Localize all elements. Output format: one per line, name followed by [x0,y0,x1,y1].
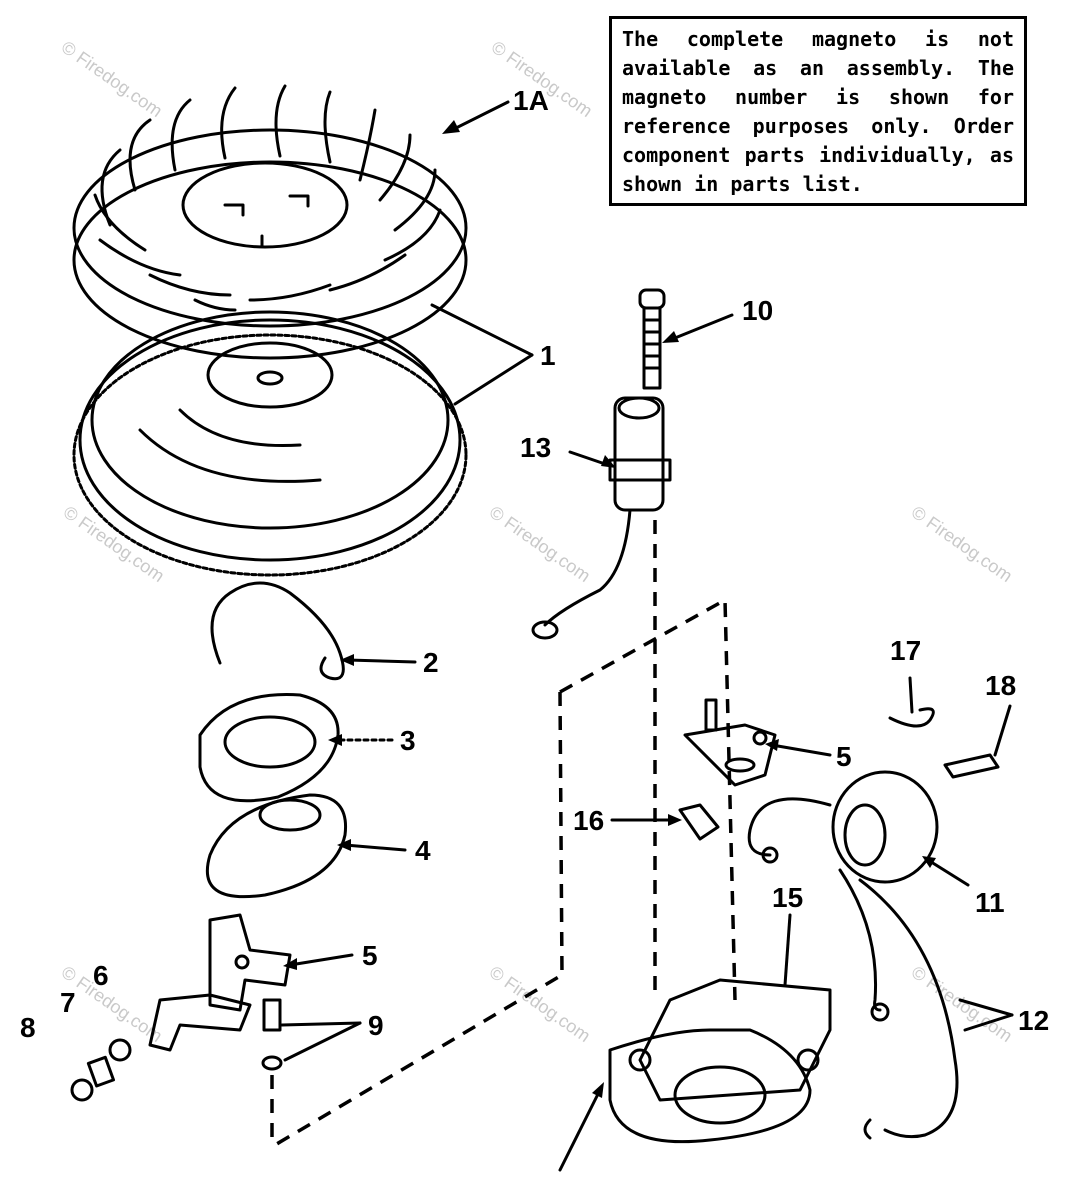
callout-7: 7 [60,987,76,1018]
watermark-text: © Firedog.com [908,962,1016,1046]
part-16-wiper [678,803,720,841]
watermark-text: © Firedog.com [58,37,166,121]
leader-lines [280,100,1014,1172]
watermark-text: © Firedog.com [908,502,1016,586]
watermark-text: © Firedog.com [60,502,168,586]
callout-12: 12 [1018,1005,1049,1036]
part-5-breaker-arm [148,913,292,1052]
callout-3: 3 [400,725,416,756]
part-5-point-bracket [683,698,777,787]
callouts: 1A 1 2 3 4 5 6 7 8 9 10 11 12 13 15 16 1… [20,85,1049,1043]
part-10-screw [638,288,666,390]
callout-1a: 1A [513,85,549,116]
callout-11: 11 [975,887,1005,918]
callout-16: 16 [573,805,604,836]
part-11-coil [747,770,939,884]
callout-17: 17 [890,635,921,666]
callout-15: 15 [772,882,803,913]
note-text: The complete magneto is not available as… [622,27,1014,196]
part-2-clip [210,581,345,681]
watermark-text: © Firedog.com [486,502,594,586]
part-1-flywheel [72,310,468,577]
callout-5-upper: 5 [836,741,852,772]
watermark-text: © Firedog.com [486,962,594,1046]
part-15-breaker-box [608,978,832,1144]
note-box: The complete magneto is not available as… [609,16,1027,206]
part-9-screw [261,998,283,1071]
guide-lines [270,520,737,1147]
callout-1: 1 [540,340,556,371]
callout-4: 4 [415,835,431,866]
parts-6-7-8-hardware [70,1038,132,1102]
callout-6: 6 [93,960,109,991]
part-3-gasket [198,693,340,803]
callout-13: 13 [520,432,551,463]
callout-5-lower: 5 [362,940,378,971]
part-13-condenser [531,396,672,640]
callout-9: 9 [368,1010,384,1041]
callout-18: 18 [985,670,1016,701]
part-17-spring [888,707,935,728]
callout-8: 8 [20,1012,36,1043]
part-12-leads [838,868,959,1140]
callout-2: 2 [423,647,439,678]
part-4-cover [205,793,348,899]
part-1a-fan [72,84,468,360]
part-18-clip [943,753,1000,779]
callout-10: 10 [742,295,773,326]
